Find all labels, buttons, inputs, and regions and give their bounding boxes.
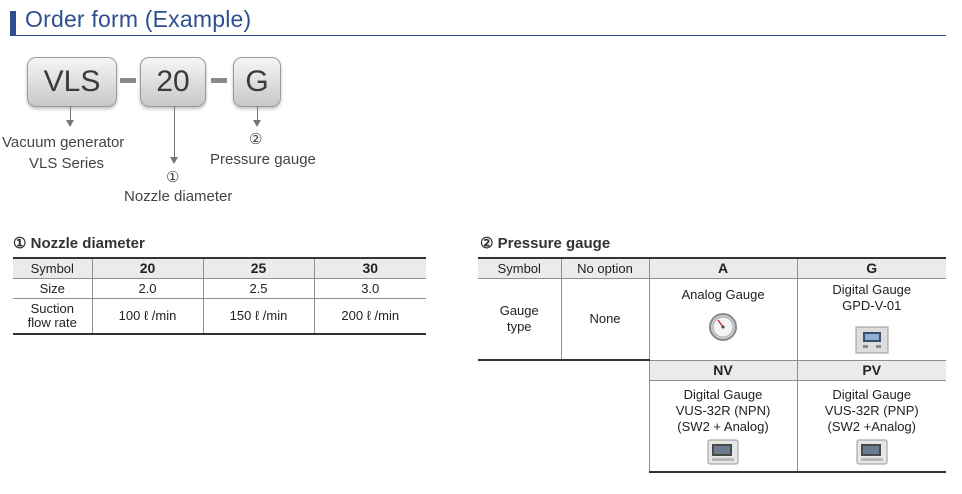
gauge-none-cell: None — [560, 277, 650, 361]
size-header: Size — [13, 278, 92, 299]
title-accent-bar — [10, 11, 16, 35]
gauge-symbol-NV: NV — [648, 359, 798, 381]
gauge-cell-PV: Digital Gauge VUS-32R (PNP) (SW2 +Analog… — [796, 379, 946, 473]
empty-cell — [478, 380, 649, 472]
code-box-nozzle: 20 — [140, 57, 206, 107]
table-row: Symbol No option A G — [478, 257, 946, 279]
gauge-type-header: Gauge type — [478, 277, 562, 361]
table-row: Gauge type None Analog Gauge Digital Gau… — [478, 277, 946, 361]
table-row: Digital Gauge VUS-32R (NPN) (SW2 + Analo… — [478, 379, 946, 473]
nozzle-size-30: 3.0 — [313, 278, 426, 299]
nozzle-symbol-25: 25 — [202, 257, 314, 279]
table-row: Size 2.0 2.5 3.0 — [13, 278, 426, 299]
symbol-header: Symbol — [13, 257, 92, 279]
arrow-nozzle-head — [170, 157, 178, 164]
flow-header-line1: Suction — [30, 300, 74, 316]
gpd-gauge-label-line2: GPD-V-01 — [842, 297, 902, 313]
nozzle-flow-20: 100 ℓ /min — [91, 298, 203, 335]
code-box-gauge: G — [233, 57, 281, 107]
gauge-symbol-G: G — [796, 257, 946, 279]
gauge-symbol-header: Symbol — [478, 257, 562, 279]
gauge-type-line1: Gauge — [499, 302, 539, 318]
series-label-line1: Vacuum generator — [2, 134, 125, 151]
page-title: Order form (Example) — [25, 6, 252, 32]
analog-gauge-icon — [709, 312, 737, 341]
pv-label-line2: VUS-32R (PNP) — [824, 402, 919, 418]
arrow-gauge-line — [257, 106, 258, 121]
nozzle-label-text: Nozzle diameter — [124, 188, 233, 205]
arrow-series-head — [66, 120, 74, 127]
no-option-header: No option — [560, 257, 650, 279]
gauge-cell-NV: Digital Gauge VUS-32R (NPN) (SW2 + Analo… — [648, 379, 798, 473]
flow-header: Suction flow rate — [13, 298, 92, 335]
gauge-table: Symbol No option A G Gauge type None Ana… — [478, 257, 946, 473]
flow-header-line2: flow rate — [27, 314, 77, 330]
table-row: Symbol 20 25 30 — [13, 257, 426, 279]
arrow-gauge-head — [253, 120, 261, 127]
nozzle-label-num: ① — [166, 169, 180, 186]
gauge-type-line2: type — [506, 318, 532, 334]
arrow-nozzle-line — [174, 106, 175, 158]
nozzle-size-20: 2.0 — [91, 278, 203, 299]
nozzle-table: Symbol 20 25 30 Size 2.0 2.5 3.0 Suction… — [13, 257, 426, 335]
pv-label-line3: (SW2 +Analog) — [827, 418, 916, 434]
nozzle-symbol-20: 20 — [91, 257, 203, 279]
gauge-symbol-A: A — [648, 257, 798, 279]
analog-gauge-label: Analog Gauge — [681, 286, 765, 302]
gauge-section-title: ② Pressure gauge — [480, 235, 611, 252]
code-dash-2 — [211, 78, 227, 83]
table-row: Suction flow rate 100 ℓ /min 150 ℓ /min … — [13, 298, 426, 335]
gauge-symbol-PV: PV — [796, 359, 946, 381]
code-dash-1 — [120, 78, 136, 83]
arrow-series-line — [70, 106, 71, 121]
digital-switch-icon — [856, 439, 888, 464]
nozzle-flow-30: 200 ℓ /min — [313, 298, 426, 335]
gauge-label-text: Pressure gauge — [210, 151, 316, 168]
table-row: NV PV — [478, 359, 946, 381]
nozzle-size-25: 2.5 — [202, 278, 314, 299]
digital-gauge-icon — [855, 326, 889, 353]
digital-switch-icon — [707, 439, 739, 464]
gauge-cell-G: Digital Gauge GPD-V-01 — [796, 277, 946, 361]
title-divider — [10, 35, 946, 36]
gpd-gauge-label-line1: Digital Gauge — [832, 281, 912, 297]
nv-label-line2: VUS-32R (NPN) — [675, 402, 771, 418]
nozzle-section-title: ① Nozzle diameter — [13, 235, 145, 252]
nv-label-line3: (SW2 + Analog) — [677, 418, 769, 434]
gauge-label-num: ② — [249, 131, 263, 148]
gauge-cell-A: Analog Gauge — [648, 277, 798, 361]
nozzle-symbol-30: 30 — [313, 257, 426, 279]
pv-label-line1: Digital Gauge — [832, 386, 912, 402]
nv-label-line1: Digital Gauge — [683, 386, 763, 402]
code-box-series: VLS — [27, 57, 117, 107]
series-label-line2: VLS Series — [29, 155, 105, 172]
empty-cell — [478, 360, 649, 380]
nozzle-flow-25: 150 ℓ /min — [202, 298, 314, 335]
